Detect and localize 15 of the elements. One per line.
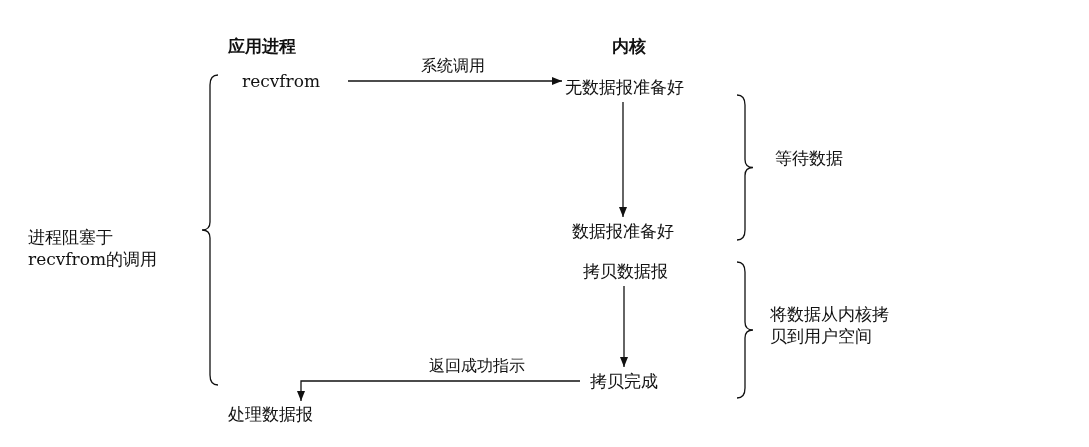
arrow <box>296 380 581 402</box>
phase-label: 将数据从内核拷贝到用户空间 <box>770 303 890 347</box>
node-text: 数据报准备好 <box>572 220 674 242</box>
column-heading: 内核 <box>612 35 646 57</box>
phase-label: 等待数据 <box>775 147 843 169</box>
node-text: 无数据报准备好 <box>565 76 684 98</box>
node-text: recvfrom <box>242 70 321 92</box>
phase-label: 进程阻塞于recvfrom的调用 <box>28 226 158 270</box>
arrow <box>619 285 629 368</box>
node-text: 拷贝完成 <box>590 370 658 392</box>
node-text: 拷贝数据报 <box>583 260 668 282</box>
arrow <box>347 76 563 86</box>
arrow <box>618 101 628 218</box>
column-heading: 应用进程 <box>228 35 296 57</box>
node-text: 处理数据报 <box>228 403 313 425</box>
